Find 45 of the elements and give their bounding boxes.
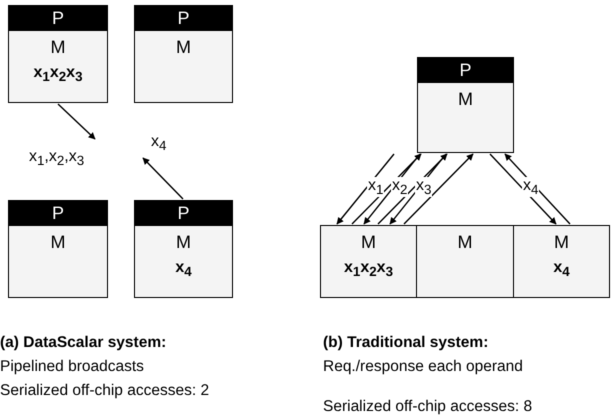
arrow	[504, 153, 571, 224]
arrow	[142, 158, 184, 200]
caption-text: Serialized off-chip accesses: 2	[0, 382, 210, 400]
memory-label: M	[458, 232, 472, 253]
operand-label: x$_{1}$x$_{2}$x$_{3}$	[344, 259, 393, 280]
caption-heading: (a) DataScalar system:	[0, 334, 166, 352]
memory-box	[416, 225, 514, 298]
arrow	[352, 154, 422, 224]
memory-label: M	[458, 89, 473, 110]
caption-text: Serialized off-chip accesses: 8	[323, 398, 532, 416]
arrow	[490, 154, 556, 224]
memory-label: M	[361, 232, 376, 253]
arrow	[389, 154, 447, 225]
edge-label: x$_{4}$	[522, 177, 540, 198]
caption-text: Pipelined broadcasts	[0, 358, 144, 376]
memory-box	[320, 225, 417, 298]
arrow	[404, 154, 474, 224]
memory-label: M	[176, 232, 191, 253]
processor-header: P	[135, 6, 232, 31]
processor-memory-box	[417, 57, 514, 153]
caption-heading: (b) Traditional system:	[323, 334, 488, 352]
arrow	[58, 104, 96, 140]
edge-label: x$_{1}$	[367, 177, 384, 198]
processor-header: P	[418, 58, 513, 83]
operand-label: x$_{4}$	[175, 259, 192, 280]
arrow	[336, 154, 395, 225]
memory-box	[513, 225, 610, 298]
arrow	[363, 154, 421, 225]
processor-header: P	[135, 201, 232, 226]
operand-label: x$_{1}$x$_{2}$x$_{3}$	[34, 64, 82, 84]
processor-header: P	[9, 201, 107, 226]
memory-label: M	[176, 37, 191, 58]
processor-memory-box	[134, 200, 233, 298]
memory-label: M	[554, 232, 569, 253]
memory-label: M	[50, 232, 66, 253]
operand-label: x$_{4}$	[553, 259, 570, 280]
edge-label: x$_{2}$	[391, 177, 408, 198]
caption-text: Req./response each operand	[323, 358, 523, 376]
processor-memory-box	[134, 5, 233, 103]
edge-label: x$_{3}$	[415, 177, 432, 198]
memory-label: M	[50, 37, 66, 58]
processor-header: P	[9, 6, 107, 31]
processor-memory-box	[8, 200, 108, 298]
arrow	[378, 154, 448, 224]
processor-memory-box	[8, 5, 108, 103]
